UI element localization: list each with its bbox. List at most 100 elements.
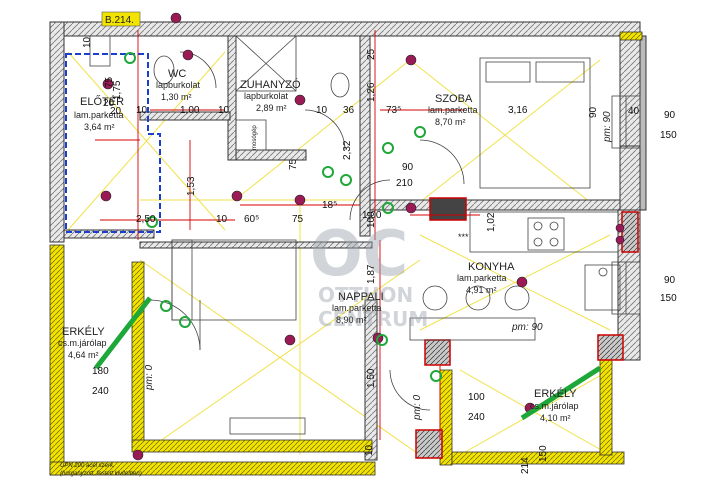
room-area-zuhanyzo: 2,89 m²: [256, 103, 287, 113]
dim-214: 214: [520, 457, 531, 474]
entry-outline: [65, 53, 161, 233]
room-area-eloter: 3,64 m²: [84, 122, 115, 132]
misc-labels: mosógép *** pm: 0 pm: 0 pm: 90 pm: 90 UP…: [60, 111, 613, 477]
dim-75b: 75: [288, 158, 299, 170]
pm-right-label: pm: 0: [412, 395, 423, 421]
dim-126: 1,26: [366, 82, 377, 102]
dim-187: 1,87: [366, 264, 377, 284]
dim-10f: 10: [364, 444, 375, 456]
room-area-szoba: 8,70 m²: [435, 117, 466, 127]
unit-code-box: [101, 11, 141, 27]
dim-10b: 10: [316, 105, 328, 116]
dim-240b: 240: [468, 412, 485, 423]
room-name-szoba: SZOBA: [435, 93, 473, 105]
dim-605: 60⁵: [244, 214, 259, 225]
dim-10c: 10: [216, 214, 228, 225]
dim-10e: 10: [82, 36, 93, 48]
unit-code: B.214.: [105, 15, 134, 26]
dim-90b: 90: [664, 110, 676, 121]
room-floor-erkely-right: cs.m.járólap: [530, 401, 579, 411]
dim-150d: 150: [538, 445, 549, 462]
dim-175: 1,75: [112, 80, 123, 100]
room-name-eloter: ELŐTÉR: [80, 94, 124, 108]
dim-150b: 150: [660, 130, 677, 141]
dim-20: 20: [103, 98, 115, 109]
dim-10d: 10: [136, 105, 148, 116]
dim-90a: 90: [402, 162, 414, 173]
pm-kitchen-label: pm: 90: [511, 322, 543, 333]
room-area-erkely-right: 4,10 m²: [540, 413, 571, 423]
dim-150: 1,50: [366, 368, 377, 388]
dim-36: 36: [343, 105, 355, 116]
room-floor-konyha: lam.parketta: [457, 273, 507, 283]
room-labels: ELŐTÉR lam.parketta 3,64 m² WC lapburkol…: [58, 68, 579, 423]
dim-75c: 75: [292, 214, 304, 225]
furniture: [89, 35, 641, 435]
stars-label: ***: [458, 232, 469, 242]
dim-90c: 90: [664, 275, 676, 286]
room-name-erkely-left: ERKÉLY: [62, 325, 105, 338]
room-name-zuhanyzo: ZUHANYZÓ: [240, 78, 301, 91]
walls: [49, 21, 647, 461]
dim-232: 2,32: [342, 140, 353, 160]
room-floor-wc: lapburkolat: [156, 80, 201, 90]
dim-75a: 75: [104, 76, 115, 88]
dimension-text: 20 2,50 1,00 1,75 10 10 10 10 36 73⁵ 3,1…: [82, 36, 677, 474]
chair: [465, 285, 491, 311]
dining-table: [409, 317, 536, 341]
chair: [422, 285, 448, 311]
pm-left-label: pm: 0: [144, 365, 155, 391]
toilet: [153, 55, 175, 85]
structural-columns: [415, 197, 639, 459]
balcony-parapets: [49, 31, 643, 476]
balcony-arrows: [94, 296, 602, 421]
cooktop: [527, 217, 565, 251]
bed: [479, 57, 591, 189]
switch-markers: [124, 52, 442, 382]
washing-machine: [235, 119, 267, 151]
sofa: [171, 239, 297, 321]
kitchen-counter: [469, 211, 619, 253]
room-floor-erkely-left: cs.m.járólap: [58, 338, 107, 348]
dim-90d: 90: [588, 106, 599, 118]
dim-100c: 100: [468, 392, 485, 403]
dim-40: 40: [628, 106, 640, 117]
washer-label: mosógép: [252, 125, 258, 150]
dim-100b: 1,00: [362, 210, 382, 221]
room-name-wc: WC: [168, 68, 186, 80]
room-floor-zuhanyzo: lapburkolat: [244, 91, 289, 101]
room-area-erkely-left: 4,64 m²: [68, 350, 99, 360]
dim-10a: 10: [218, 105, 230, 116]
dim-100d: 100: [366, 211, 377, 228]
chair: [504, 285, 530, 311]
shower-tray: [235, 35, 297, 92]
tv-cabinet: [229, 417, 306, 435]
washbasin: [330, 72, 350, 98]
sink: [584, 264, 621, 311]
dim-250: 2,50: [136, 214, 156, 225]
footnote-line1: UPN 200 acél szerk.: [60, 463, 115, 469]
watermark-logo: OC: [310, 217, 408, 290]
room-area-konyha: 4,91 m²: [466, 285, 497, 295]
room-name-erkely-right: ERKÉLY: [534, 387, 577, 400]
dim-185: 18⁵: [322, 200, 337, 211]
door-swings: [149, 51, 465, 411]
lighting-guides: [67, 51, 611, 456]
watermark-line2: CENTRUM: [318, 307, 428, 331]
room-floor-eloter: lam.parketta: [74, 110, 124, 120]
watermark-line1: OTTHON: [318, 283, 413, 307]
room-name-konyha: KONYHA: [468, 261, 515, 273]
dim-316: 3,16: [508, 105, 528, 116]
dim-735: 73⁵: [386, 105, 401, 116]
dim-240a: 240: [92, 386, 109, 397]
dim-20b: 20: [110, 106, 122, 117]
pm-room-label: pm: 90: [602, 111, 613, 143]
dim-102: 1,02: [486, 212, 497, 232]
dim-153: 1,53: [186, 176, 197, 196]
dim-25: 25: [366, 48, 377, 60]
room-floor-szoba: lam.parketta: [428, 105, 478, 115]
room-floor-nappali: lam.parketta: [332, 303, 382, 313]
dim-115: 1,00: [180, 105, 200, 116]
dim-180: 180: [92, 366, 109, 377]
